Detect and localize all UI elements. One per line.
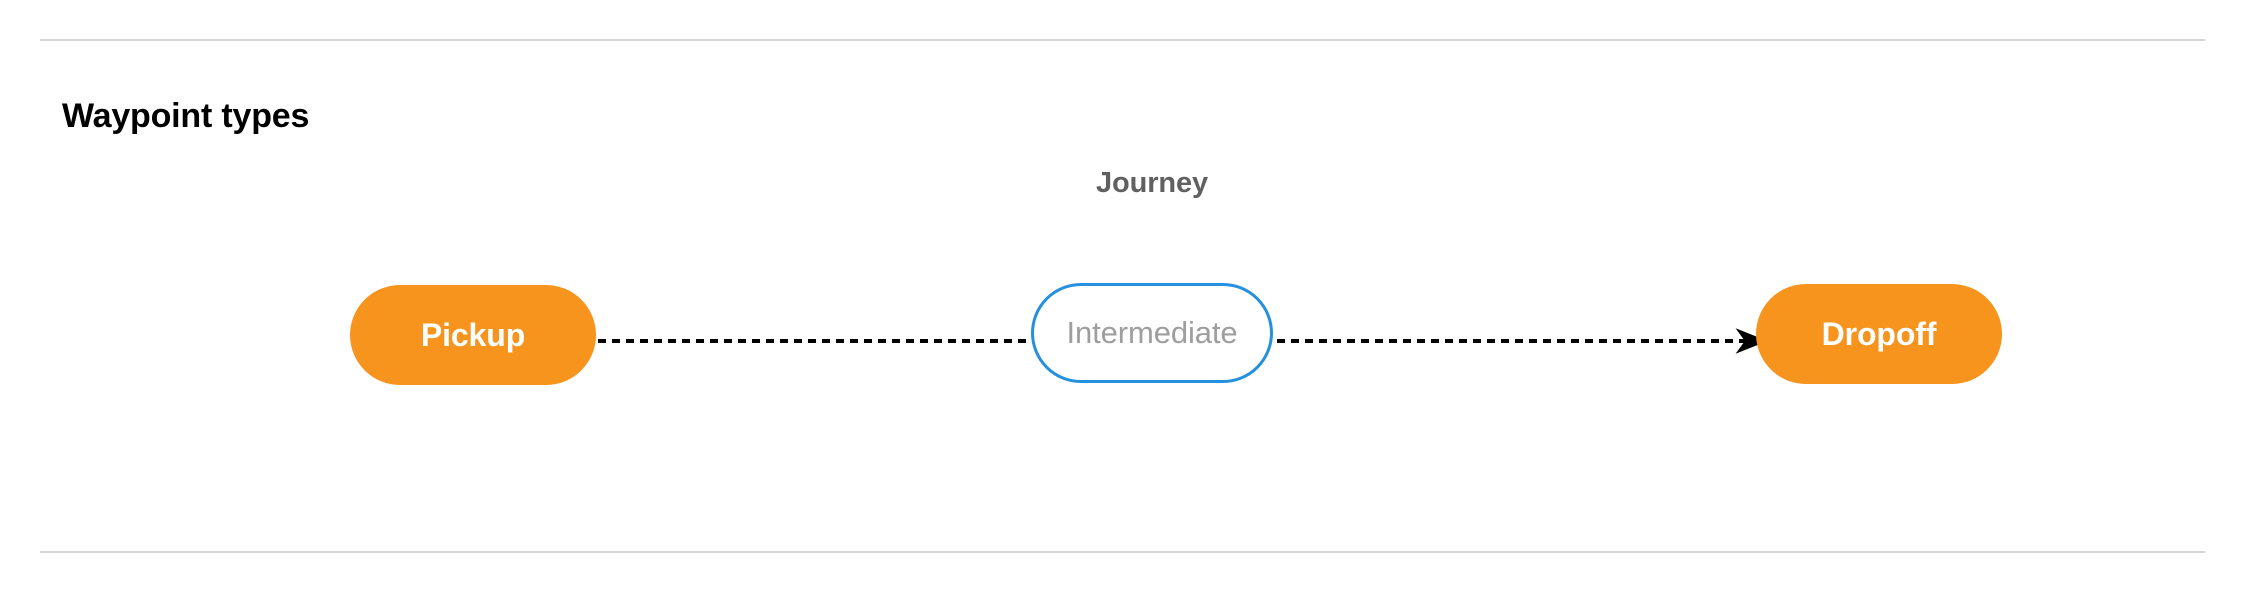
waypoint-node-dropoff[interactable]: Dropoff (1756, 284, 2002, 384)
section-divider-bottom (40, 551, 2205, 553)
waypoint-node-intermediate[interactable]: Intermediate (1031, 283, 1273, 383)
waypoint-node-pickup-label: Pickup (420, 316, 526, 353)
page-title: Waypoint types (62, 97, 310, 136)
waypoint-node-intermediate-label: Intermediate (1066, 315, 1238, 350)
waypoint-node-dropoff-label: Dropoff (1821, 315, 1937, 352)
waypoint-node-pickup[interactable]: Pickup (350, 285, 596, 385)
journey-group-label: Journey (1095, 167, 1209, 199)
section-divider-top (40, 39, 2205, 41)
